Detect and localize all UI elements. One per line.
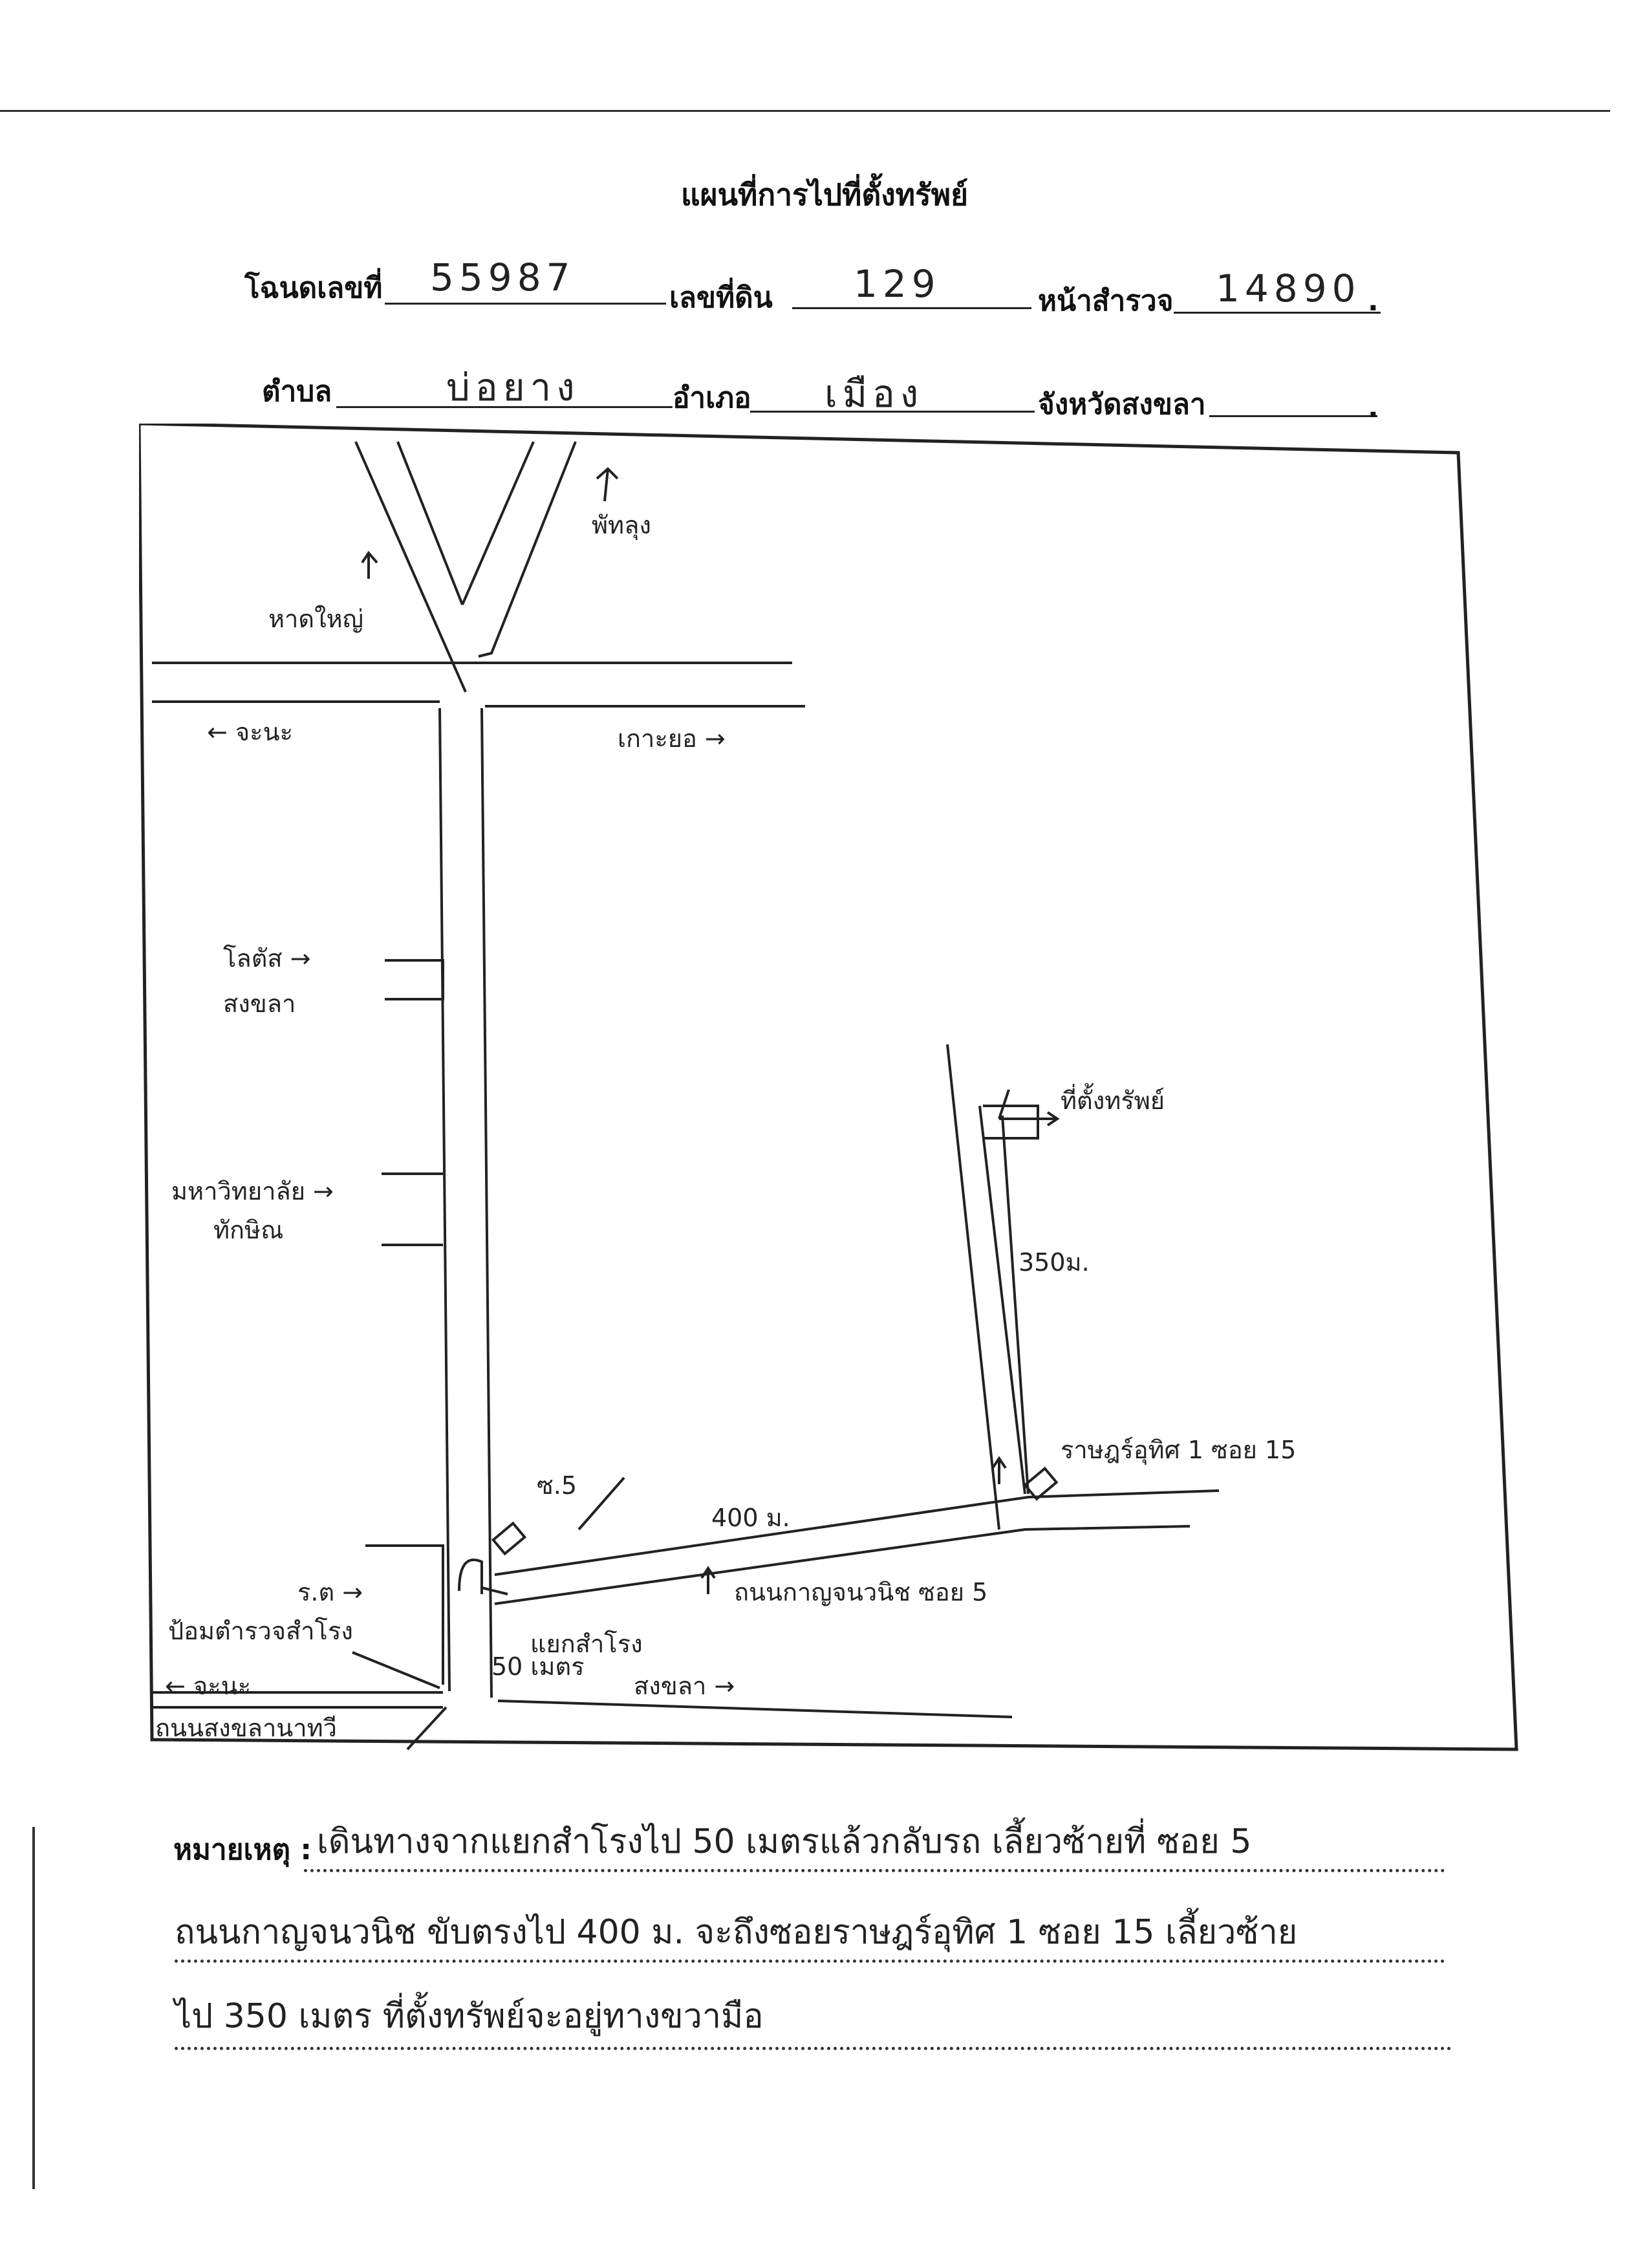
amphoe-value: เมือง: [824, 372, 924, 416]
note-line-2: ถนนกาญจนวนิช ขับตรงไป 400 ม. จะถึงซอยราษ…: [175, 1913, 1298, 1952]
land-no-underline: [792, 307, 1031, 309]
location-map: พัทลุง หาดใหญ่ ← จะนะ เกาะยอ → โลตัส → ส…: [137, 422, 1520, 1756]
label-phatthalung: พัทลุง: [592, 511, 651, 540]
label-soi5-sign: ซ.5: [537, 1471, 577, 1500]
deed-underline: [385, 303, 666, 305]
note-dots-1: [304, 1869, 1445, 1872]
tambon-label: ตำบล: [262, 375, 332, 408]
label-dist-350: 350ม.: [1018, 1248, 1090, 1277]
survey-page-label: หน้าสำรวจ: [1038, 285, 1174, 318]
label-samrong: แยกสำโรง: [530, 1630, 643, 1658]
label-songkhla: สงขลา →: [634, 1672, 735, 1700]
scan-top-line: [0, 110, 1610, 112]
map-border: [137, 422, 1518, 1751]
province-label: จังหวัดสงขลา: [1038, 388, 1206, 421]
tambon-value: บ่อยาง: [446, 365, 580, 409]
map-arrows: [361, 467, 1060, 1594]
soi5-signpost-icon: [491, 1521, 527, 1556]
province-underline: [1209, 415, 1377, 417]
label-property: ที่ตั้งทรัพย์: [1061, 1083, 1165, 1115]
deed-label: โฉนดเลขที่: [244, 272, 383, 305]
label-road-soi5: ถนนกาญจนวนิช ซอย 5: [734, 1578, 987, 1606]
province-dot: .: [1368, 391, 1379, 424]
note-dots-2: [175, 1960, 1445, 1963]
label-lotus-2: สงขลา: [223, 989, 296, 1018]
soi15-signpost-icon: [1023, 1466, 1059, 1501]
left-margin-line: [32, 1827, 35, 2189]
amphoe-underline: [750, 411, 1035, 413]
tambon-underline: [336, 406, 673, 408]
map-roads: [152, 441, 1220, 1751]
label-dist-400: 400 ม.: [711, 1504, 790, 1532]
label-lotus: โลตัส →: [223, 944, 311, 973]
note-line-1: เดินทางจากแยกสำโรงไป 50 เมตรแล้วกลับรถ เ…: [317, 1822, 1252, 1861]
land-no-value: 129: [854, 262, 941, 306]
amphoe-label: อำเภอ: [673, 382, 751, 415]
label-rp: ร.ต →: [297, 1578, 363, 1606]
label-university: มหาวิทยาลัย →: [171, 1177, 334, 1205]
page-title: แผนที่การไปที่ตั้งทรัพย์: [680, 177, 969, 212]
deed-value: 55987: [430, 255, 576, 299]
survey-page-underline: [1174, 312, 1381, 314]
survey-page-value: 14890: [1216, 266, 1361, 310]
survey-page-dot: .: [1368, 285, 1379, 318]
label-koh-yo: เกาะยอ →: [618, 724, 726, 753]
note-dots-3: [175, 2047, 1452, 2050]
label-meters: 50 เมตร: [491, 1652, 585, 1681]
label-hat-yai: หาดใหญ่: [268, 605, 363, 633]
label-main-road: ถนนสงขลานาทวี: [155, 1714, 337, 1742]
notes-label: หมายเหตุ :: [173, 1833, 312, 1866]
note-line-3: ไป 350 เมตร ที่ตั้งทรัพย์จะอยู่ทางขวามือ: [175, 1997, 764, 2036]
label-university-2: ทักษิณ: [213, 1216, 283, 1244]
label-garage: ป้อมตำรวจสำโรง: [168, 1617, 353, 1645]
label-ratchaburi-soi: ราษฎร์อุทิศ 1 ซอย 15: [1061, 1436, 1296, 1465]
label-chana-bottom: ← จะนะ: [165, 1672, 251, 1700]
land-no-label: เลขที่ดิน: [669, 281, 773, 314]
label-chana-top: ← จะนะ: [207, 718, 293, 746]
